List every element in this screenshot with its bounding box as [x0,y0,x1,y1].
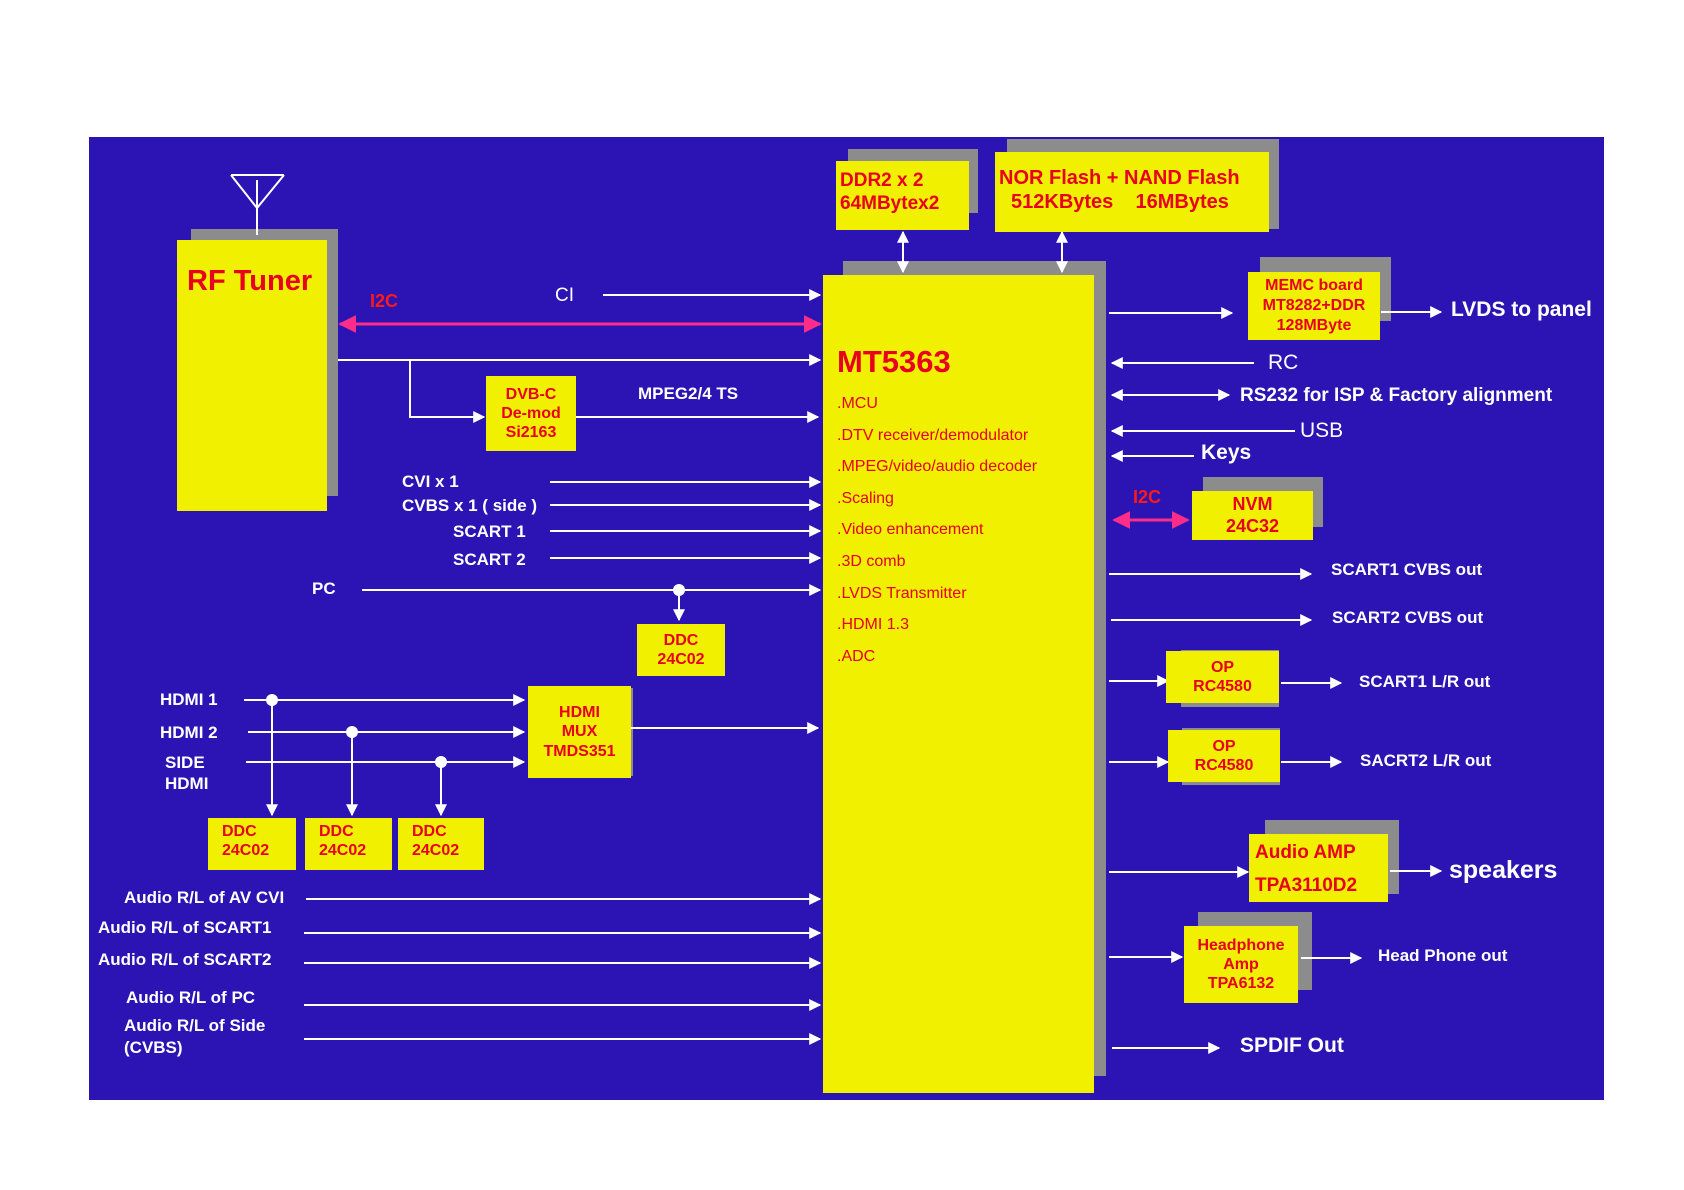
headphone-amp-line-1: Headphone [1197,936,1285,954]
lvds-label: LVDS to panel [1451,298,1592,321]
ddc-hdmi1-block: DDC 24C02 [208,818,296,870]
scart1-cvbs-out-label: SCART1 CVBS out [1331,560,1483,579]
hdmi-mux-line-2: MUX [561,723,598,741]
scart1-lr-out-label: SCART1 L/R out [1359,672,1491,691]
ddc-side-line-1: DDC [412,823,447,840]
audio-scart1-label: Audio R/L of SCART1 [98,918,272,937]
audio-av-cvi-label: Audio R/L of AV CVI [124,888,285,907]
ddc-hdmi1-line-2: 24C02 [222,842,270,860]
ddc-side-line-2: 24C02 [412,842,460,860]
soc-feature-list: .MCU .DTV receiver/demodulator .MPEG/vid… [837,388,1037,672]
soc-feature: .ADC [837,647,876,665]
spdif-out-label: SPDIF Out [1240,1034,1344,1057]
ddc-side-block: DDC 24C02 [398,818,484,870]
memc-line-3: 128MByte [1276,317,1352,334]
dvbc-demod-block: DVB-C De-mod Si2163 [486,376,576,451]
scart1-label: SCART 1 [453,522,526,541]
rc-label: RC [1268,351,1299,374]
scart2-label: SCART 2 [453,550,526,569]
ddc-hdmi2-line-1: DDC [319,823,354,840]
op1-line-2: RC4580 [1193,678,1252,695]
cvi-label: CVI x 1 [402,472,459,491]
nvm-block: NVM 24C32 [1192,491,1313,540]
dvbc-line-2: De-mod [501,404,561,422]
nvm-line-2: 24C32 [1225,515,1280,536]
side-hdmi-label-1: SIDE [165,753,205,772]
audio-scart2-label: Audio R/L of SCART2 [98,950,272,969]
audio-amp-line-2: TPA3110D2 [1255,875,1358,897]
headphone-amp-block: Headphone Amp TPA6132 [1184,926,1298,1003]
memc-block: MEMC board MT8282+DDR 128MByte [1248,272,1380,340]
audio-side-cvbs-label: (CVBS) [124,1038,183,1057]
soc-feature: .MCU [837,395,878,412]
headphone-amp-line-2: Amp [1223,955,1259,973]
usb-label: USB [1300,419,1344,442]
soc-name: MT5363 [837,344,951,379]
op2-line-1: OP [1212,737,1236,755]
soc-feature: .Scaling [837,489,894,507]
op2-line-2: RC4580 [1194,757,1254,774]
hdmi2-label: HDMI 2 [160,723,218,742]
keys-label: Keys [1201,441,1252,464]
hdmi-mux-block: HDMI MUX TMDS351 [528,686,631,778]
headphone-amp-line-3: TPA6132 [1207,975,1275,993]
hdmi-mux-line-3: TMDS351 [543,742,616,760]
memc-line-2: MT8282+DDR [1262,297,1366,314]
hdmi1-label: HDMI 1 [160,690,218,709]
op1-line-1: OP [1210,658,1235,676]
scart2-cvbs-out-label: SCART2 CVBS out [1332,608,1484,627]
pc-label: PC [312,579,336,598]
i2c-right-label: I2C [1133,487,1162,507]
rs232-label: RS232 for ISP & Factory alignment [1240,385,1553,406]
cvbs-label: CVBS x 1 ( side ) [402,496,538,515]
dvbc-line-3: Si2163 [505,424,557,442]
flash-line-2: 512KBytes 16MBytes [1011,191,1229,213]
soc-feature: .MPEG/video/audio decoder [837,458,1038,476]
ddr-line-1: DDR2 x 2 [840,170,924,191]
ddr-block: DDR2 x 2 64MBytex2 [836,161,969,230]
rf-tuner-block: RF Tuner [177,240,327,511]
ddc-pc-line-1: DDC [663,631,699,649]
dvbc-line-1: DVB-C [505,385,557,403]
ddc-pc-line-2: 24C02 [657,651,705,668]
audio-side-label: Audio R/L of Side [124,1016,266,1035]
ddc-hdmi2-block: DDC 24C02 [305,818,392,870]
soc-feature: .3D comb [837,552,906,570]
op2-block: OP RC4580 [1168,730,1280,782]
soc-feature: .LVDS Transmitter [837,584,967,602]
op1-block: OP RC4580 [1166,651,1279,703]
soc-feature: .HDMI 1.3 [837,616,910,634]
soc-feature: .Video enhancement [837,521,984,539]
audio-pc-label: Audio R/L of PC [126,988,256,1007]
flash-block: NOR Flash + NAND Flash 512KBytes 16MByte… [995,152,1269,232]
headphone-out-label: Head Phone out [1378,946,1508,965]
mpeg-ts-label: MPEG2/4 TS [638,384,739,403]
ddc-hdmi2-line-2: 24C02 [319,842,367,860]
speakers-label: speakers [1449,856,1558,884]
hdmi-mux-line-1: HDMI [559,704,600,722]
ddr-line-2: 64MBytex2 [840,192,940,214]
ci-label: CI [555,285,574,306]
flash-line-1: NOR Flash + NAND Flash [999,167,1240,189]
i2c-left-label: I2C [370,291,399,311]
audio-amp-line-1: Audio AMP [1255,842,1356,863]
ddc-hdmi1-line-1: DDC [222,823,257,840]
side-hdmi-label-2: HDMI [165,774,209,793]
audio-amp-block: Audio AMP TPA3110D2 [1249,834,1388,902]
nvm-line-1: NVM [1232,493,1273,514]
soc-block: MT5363 .MCU .DTV receiver/demodulator .M… [823,275,1094,1093]
ddc-pc-block: DDC 24C02 [637,624,725,676]
soc-feature: .DTV receiver/demodulator [837,426,1029,444]
memc-line-1: MEMC board [1265,277,1363,294]
rf-tuner-label: RF Tuner [187,265,313,297]
scart2-lr-out-label: SACRT2 L/R out [1360,751,1492,770]
